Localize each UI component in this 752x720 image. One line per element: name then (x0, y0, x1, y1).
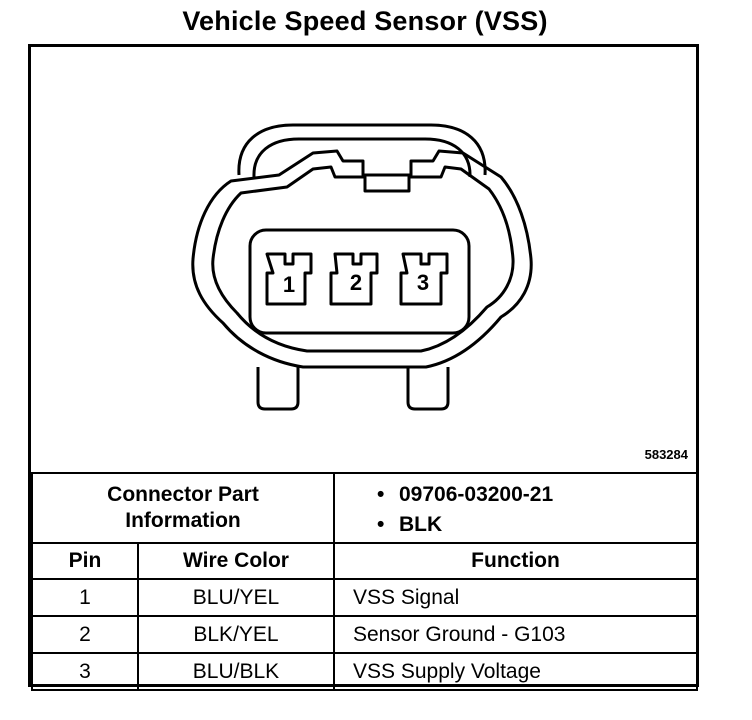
pin-2-label: 2 (350, 270, 362, 295)
table-header-row: Pin Wire Color Function (31, 542, 698, 580)
diagram-frame: 1 2 3 583284 Connector Part Information … (28, 44, 699, 691)
connector-color: BLK (399, 513, 443, 536)
right-foot (406, 367, 450, 411)
connector-illustration-area: 1 2 3 583284 (31, 47, 696, 472)
function-cell: Sensor Ground - G103 (333, 615, 698, 654)
bullet-icon: • (377, 513, 385, 536)
pin-cell: 3 (31, 652, 139, 691)
header-pin: Pin (31, 542, 139, 580)
connector-part-row: Connector Part Information • 09706-03200-… (31, 472, 698, 544)
table-row: 3 BLU/BLK VSS Supply Voltage (31, 652, 698, 691)
connector-part-values: • 09706-03200-21 • BLK (333, 472, 698, 544)
function-cell: VSS Signal (333, 578, 698, 617)
header-wire-color: Wire Color (137, 542, 335, 580)
pin-3-label: 3 (417, 270, 429, 295)
connector-color-item: • BLK (377, 510, 696, 540)
diagram-title: Vehicle Speed Sensor (VSS) (182, 6, 548, 36)
pin-2-cavity (329, 252, 379, 306)
bullet-icon: • (377, 483, 385, 506)
pin-1-cavity (265, 252, 313, 306)
wire-color-cell: BLK/YEL (137, 615, 335, 654)
function-cell: VSS Supply Voltage (333, 652, 698, 691)
figure-number: 583284 (644, 447, 688, 462)
latch-inner (252, 137, 472, 178)
table-row: 1 BLU/YEL VSS Signal (31, 578, 698, 617)
part-number-item: • 09706-03200-21 (377, 480, 696, 510)
header-function: Function (333, 542, 698, 580)
pin-1-label: 1 (283, 272, 295, 297)
pin-cell: 1 (31, 578, 139, 617)
table-row: 2 BLK/YEL Sensor Ground - G103 (31, 615, 698, 654)
wire-color-cell: BLU/BLK (137, 652, 335, 691)
left-foot (256, 367, 300, 411)
pin-3-cavity (399, 252, 449, 306)
connector-drawing: 1 2 3 (191, 123, 533, 411)
part-number: 09706-03200-21 (399, 483, 554, 506)
connector-part-label: Connector Part Information (31, 472, 335, 544)
housing-outer (191, 149, 533, 369)
cavity-box (248, 228, 471, 335)
housing-inner (211, 165, 515, 353)
latch-outer (237, 123, 487, 176)
pin-cell: 2 (31, 615, 139, 654)
connector-part-label-line2: Information (125, 509, 241, 532)
connector-part-label-line1: Connector Part (107, 483, 259, 506)
connector-info-table: Connector Part Information • 09706-03200-… (31, 472, 698, 691)
wire-color-cell: BLU/YEL (137, 578, 335, 617)
